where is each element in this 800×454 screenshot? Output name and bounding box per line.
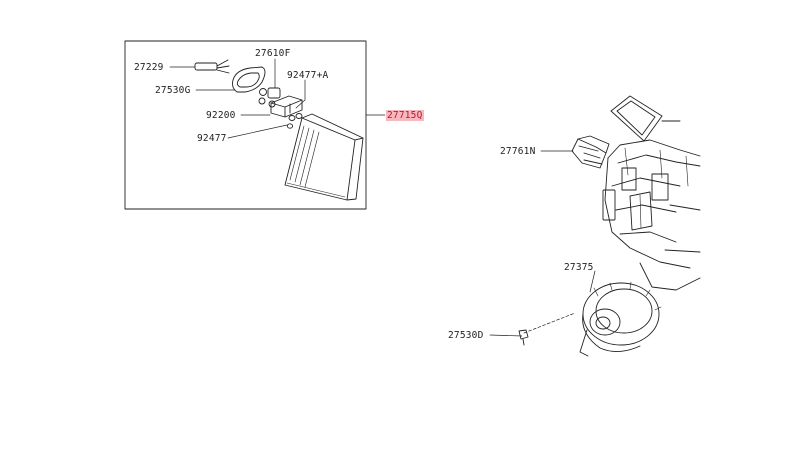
seal-part bbox=[232, 66, 266, 93]
leader-lines bbox=[169, 58, 596, 337]
label-27530G[interactable]: 27530G bbox=[155, 85, 191, 96]
evaporator-part bbox=[284, 113, 364, 201]
label-92477[interactable]: 92477 bbox=[197, 133, 227, 144]
label-92200[interactable]: 92200 bbox=[206, 110, 236, 121]
sensor-part bbox=[258, 87, 281, 108]
label-27761N[interactable]: 27761N bbox=[500, 146, 536, 157]
screw-part bbox=[518, 329, 529, 346]
housing-part bbox=[602, 139, 701, 291]
label-27610F[interactable]: 27610F bbox=[255, 48, 291, 59]
hose-part bbox=[194, 59, 230, 74]
filter-part bbox=[571, 135, 610, 169]
gasket-part bbox=[610, 95, 681, 142]
expansion-valve-part bbox=[270, 95, 303, 118]
label-27229[interactable]: 27229 bbox=[134, 62, 164, 73]
label-27715Q-highlighted[interactable]: 27715Q bbox=[386, 110, 424, 121]
inset-frame bbox=[124, 40, 367, 210]
label-27375[interactable]: 27375 bbox=[564, 262, 594, 273]
label-27530D[interactable]: 27530D bbox=[448, 330, 484, 341]
o-ring-parts bbox=[286, 113, 303, 129]
label-92477-plus-a[interactable]: 92477+A bbox=[287, 70, 329, 81]
blower-motor-part bbox=[579, 281, 662, 357]
